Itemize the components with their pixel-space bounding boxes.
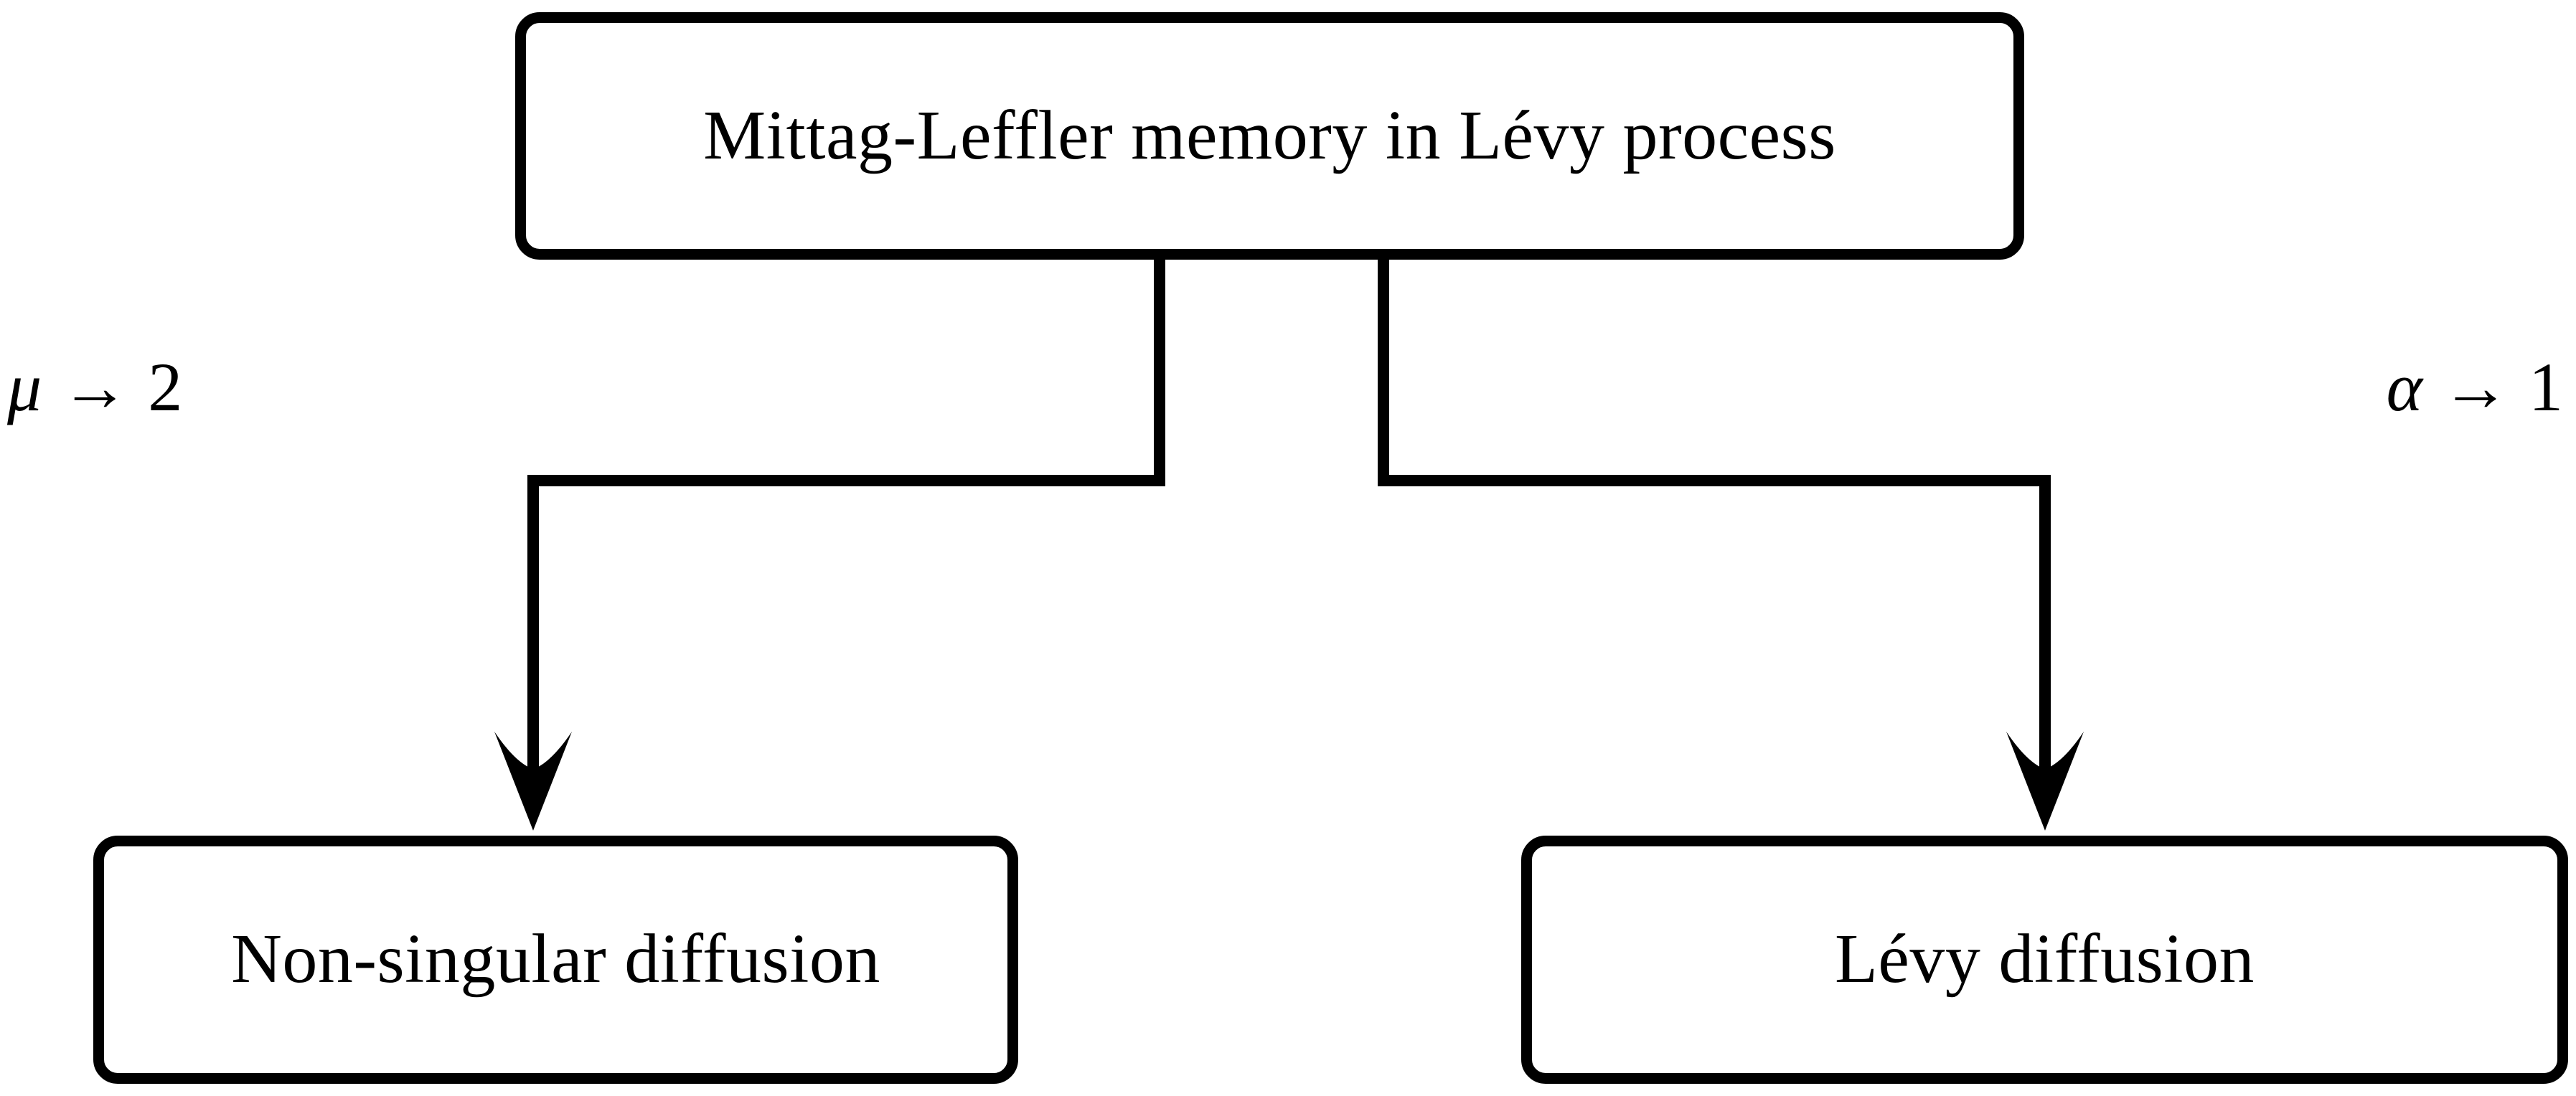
edge-label-mu-variable: μ [7,349,42,425]
node-root[interactable]: Mittag-Leffler memory in Lévy process [515,12,2024,260]
edge-label-alpha-arrow-icon: → [2441,349,2510,425]
edge-root-to-right-path [1378,255,2051,771]
edge-label-mu-arrow-icon: → [60,349,130,425]
edge-label-mu-value: 2 [148,349,183,425]
node-non-singular-diffusion-label: Non-singular diffusion [231,920,880,998]
edge-root-to-left-path [527,255,1165,771]
edge-label-alpha-to-1: α→1 [2387,353,2563,422]
edge-label-mu-to-2: μ→2 [7,353,182,422]
edge-root-to-left-arrowhead [494,732,572,831]
edge-root-to-right-arrowhead [2006,732,2084,831]
node-non-singular-diffusion[interactable]: Non-singular diffusion [93,836,1018,1084]
node-levy-diffusion[interactable]: Lévy diffusion [1521,836,2568,1084]
node-root-label: Mittag-Leffler memory in Lévy process [703,96,1836,174]
edge-label-alpha-value: 1 [2529,349,2563,425]
edge-label-alpha-variable: α [2386,349,2422,425]
node-levy-diffusion-label: Lévy diffusion [1835,920,2255,998]
